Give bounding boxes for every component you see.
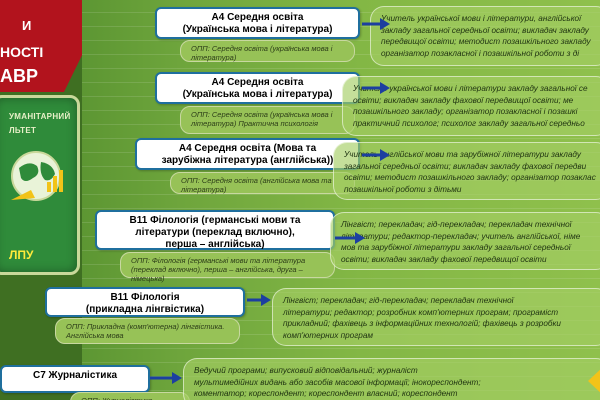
opp-label: ОПП: Середня освіта (українська мова і л… [180, 106, 355, 134]
arrow-right-icon [150, 372, 182, 384]
arrow-right-icon [362, 82, 390, 94]
program-header: В11 Філологія (германські мови та літера… [95, 210, 335, 250]
background-stripe [82, 278, 600, 279]
opp-label: ОПП: Журналістика [70, 392, 190, 400]
arrow-right-icon [362, 149, 390, 161]
qualifications-list: Ведучий програми; випусковий відповідаль… [183, 358, 600, 400]
opp-label: ОПП: Середня освіта (українська мова і л… [180, 40, 355, 62]
banner-line-3: АВР [0, 66, 39, 86]
qualifications-list: Лінгвіст; перекладач; гід-перекладач; пе… [330, 212, 600, 270]
program-header: А4 Середня освіта (Українська мова і літ… [155, 72, 360, 104]
opp-label: ОПП: Середня освіта (англійська мова та … [170, 172, 355, 194]
faculty-badge: УМАНІТАРНИЙ ЛЬТЕТ ЛПУ [0, 95, 80, 275]
faculty-name-line-3: ЛПУ [9, 248, 34, 262]
faculty-name-line-1: УМАНІТАРНИЙ [9, 112, 71, 121]
program-header: В11 Філологія (прикладна лінгвістика) [45, 287, 245, 317]
program-header: А4 Середня освіта (Українська мова і літ… [155, 7, 360, 39]
background-stripe [82, 348, 600, 349]
globe-icon [11, 151, 63, 201]
qualifications-list: Лінгвіст; перекладач; гід-перекладач; пе… [272, 288, 600, 346]
title-banner: И НОСТІ АВР [0, 0, 82, 92]
logo-mark-icon [588, 369, 600, 393]
arrow-right-icon [335, 232, 365, 244]
banner-line-1: И [22, 18, 32, 33]
qualifications-list: Учитель української мови і літератури, а… [370, 6, 600, 66]
banner-line-2: НОСТІ [0, 44, 44, 60]
opp-label: ОПП: Філологія (германські мови та літер… [120, 252, 335, 283]
program-header: С7 Журналістика [0, 365, 150, 393]
arrow-right-icon [362, 18, 390, 30]
arrow-right-icon [247, 294, 271, 306]
background-stripe [82, 208, 600, 209]
program-header: А4 Середня освіта (Мова та зарубіжна літ… [135, 138, 360, 170]
faculty-name-line-2: ЛЬТЕТ [9, 126, 37, 135]
background-stripe [82, 68, 600, 69]
opp-label: ОПП: Прикладна (комп'ютерна) лінгвістика… [55, 318, 240, 344]
qualifications-list: Учитель англійської мови та зарубіжної л… [333, 142, 600, 200]
